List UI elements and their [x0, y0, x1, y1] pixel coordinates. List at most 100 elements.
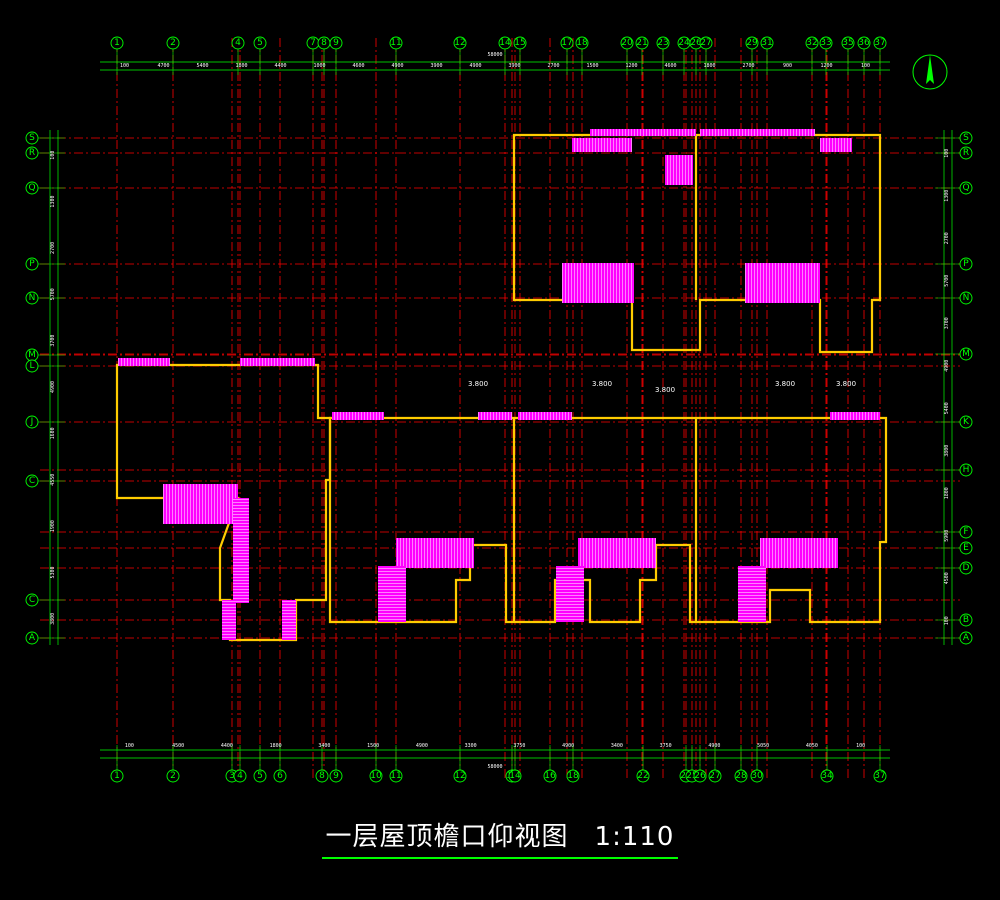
axis-circle [25, 257, 39, 271]
axis-bubble: 5 [253, 769, 267, 783]
dimension-value: 4900 [469, 63, 481, 69]
axis-label: P [29, 259, 35, 269]
dimension-value: 4400 [221, 743, 233, 749]
axis-bubble: J [25, 415, 39, 429]
axis-bubble: 11 [389, 769, 403, 783]
axis-circle [25, 131, 39, 145]
axis-label: B [963, 615, 969, 625]
axis-label: 8 [319, 771, 325, 781]
axis-circle [959, 131, 973, 145]
dimension-value: 3900 [430, 63, 442, 69]
axis-label: R [29, 148, 35, 158]
axis-circle [273, 769, 287, 783]
axis-bubble: 4 [233, 769, 247, 783]
axis-bubble: 14 [498, 36, 512, 50]
axis-circle [315, 769, 329, 783]
axis-label: 37 [874, 38, 885, 48]
dimension-value: 900 [783, 63, 792, 69]
axis-bubble: N [959, 291, 973, 305]
axis-label: M [28, 350, 36, 360]
axis-bubble: C [25, 474, 39, 488]
dimension-value: 1800 [270, 743, 282, 749]
dimension-value: 4050 [806, 743, 818, 749]
axis-bubble: P [25, 257, 39, 271]
dimension-value: 1800 [235, 63, 247, 69]
axis-circle [575, 36, 589, 50]
axis-circle [233, 769, 247, 783]
dimension-value: 3700 [944, 317, 950, 329]
axis-bubble: 27 [699, 36, 713, 50]
axis-circle [959, 146, 973, 160]
axis-circle [25, 359, 39, 373]
axis-label: 29 [746, 38, 758, 48]
axis-circle [959, 463, 973, 477]
axis-label: 26 [694, 771, 706, 781]
eave-hatch-strips [118, 129, 880, 640]
axis-circle [329, 36, 343, 50]
elevation-notes: 3.800 3.800 3.800 3.800 3.800 [468, 380, 856, 394]
axis-label: 17 [561, 38, 572, 48]
axis-circle [25, 146, 39, 160]
axis-bubble: 20 [620, 36, 634, 50]
axis-label: 14 [509, 771, 521, 781]
dimension-value: 1200 [820, 63, 832, 69]
axis-bubble: R [25, 146, 39, 160]
axis-bubble: 14 [508, 769, 522, 783]
axis-circle [453, 769, 467, 783]
drawing-scale: 1:110 [594, 822, 675, 852]
axis-label: 14 [499, 38, 511, 48]
axis-label: 27 [700, 38, 711, 48]
axis-label: 11 [390, 38, 401, 48]
axis-label: 4 [235, 38, 241, 48]
axis-bubble: S [959, 131, 973, 145]
axis-label: R [963, 148, 969, 158]
axis-circle [959, 541, 973, 555]
axis-circle [513, 36, 527, 50]
axis-label: 32 [806, 38, 817, 48]
axis-bubble: 24 [677, 36, 691, 50]
dimension-value: 1800 [944, 487, 950, 499]
axis-bubble: 31 [760, 36, 774, 50]
axis-bubble: 15 [513, 36, 527, 50]
axis-circle [805, 36, 819, 50]
dimension-value: 3900 [508, 63, 520, 69]
axis-label: 8 [321, 38, 327, 48]
axis-label: 30 [751, 771, 763, 781]
axis-circle [693, 769, 707, 783]
dimension-value: 100 [120, 63, 129, 69]
dimension-value: 1600 [50, 427, 56, 439]
axis-bubble: 21 [635, 36, 649, 50]
dimension-value: 1000 [313, 63, 325, 69]
axis-bubble: 32 [805, 36, 819, 50]
dimension-value: 3750 [513, 743, 525, 749]
axis-label: 24 [678, 38, 690, 48]
axis-label: C [29, 595, 35, 605]
axis-label: 10 [370, 771, 382, 781]
dimension-value: 5400 [944, 402, 950, 414]
dimension-value: 100 [856, 743, 865, 749]
axis-circle [959, 181, 973, 195]
axis-label: D [963, 563, 970, 573]
dimension-value: 2700 [742, 63, 754, 69]
axis-label: K [963, 417, 970, 427]
axis-label: 25 [686, 771, 697, 781]
axis-label: N [29, 293, 36, 303]
axis-label: 18 [576, 38, 588, 48]
grid-lines-vertical [116, 38, 881, 780]
dimension-value: 2700 [50, 242, 56, 254]
dimension-value: 2700 [944, 232, 950, 244]
axis-circle [708, 769, 722, 783]
dimension-value: 3750 [660, 743, 672, 749]
axis-label: 9 [333, 771, 339, 781]
axis-label: 6 [277, 771, 283, 781]
axis-label: 1 [114, 38, 120, 48]
axis-label: 37 [874, 771, 885, 781]
axis-bubble: N [25, 291, 39, 305]
dimension-values-right: 1001300270057003700490054003800180059004… [944, 149, 950, 626]
axis-label: N [963, 293, 970, 303]
